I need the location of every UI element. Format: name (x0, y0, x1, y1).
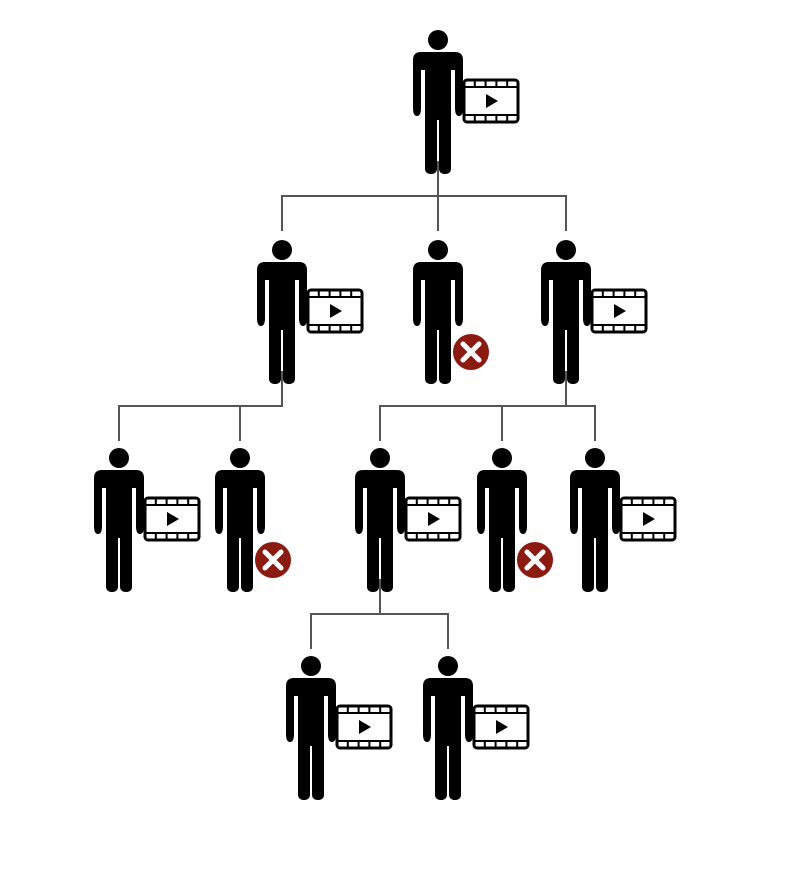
person-right-leg (241, 530, 253, 592)
blocked-cross (262, 549, 284, 571)
person-body (423, 678, 473, 746)
connector-n3 (379, 371, 596, 441)
connector-n6 (310, 579, 449, 649)
video-icon (590, 288, 648, 334)
play-icon (486, 94, 498, 108)
person-left-leg (106, 530, 118, 592)
person-head (370, 448, 390, 468)
video-icon (143, 496, 201, 542)
person-left-leg (425, 112, 437, 174)
person-icon (541, 240, 591, 384)
blocked-icon (515, 540, 555, 580)
video-icon (619, 496, 677, 542)
video-icon (472, 704, 530, 750)
person-icon (570, 448, 620, 592)
person-left-leg (367, 530, 379, 592)
play-icon (167, 512, 179, 526)
video-icon (335, 704, 393, 750)
person-head (492, 448, 512, 468)
tree-node-shared (286, 656, 393, 800)
play-icon (643, 512, 655, 526)
person-right-leg (596, 530, 608, 592)
person-icon (94, 448, 144, 592)
person-icon (423, 656, 473, 800)
person-body (215, 470, 265, 538)
person-right-leg (381, 530, 393, 592)
person-icon (355, 448, 405, 592)
play-icon (330, 304, 342, 318)
person-head (230, 448, 250, 468)
person-right-leg (439, 112, 451, 174)
person-right-leg (449, 738, 461, 800)
person-body (257, 262, 307, 330)
person-left-leg (435, 738, 447, 800)
blocked-icon (253, 540, 293, 580)
person-body (477, 470, 527, 538)
person-right-leg (567, 322, 579, 384)
person-body (570, 470, 620, 538)
tree-node-shared (355, 448, 462, 592)
person-icon (257, 240, 307, 384)
tree-node-shared (541, 240, 648, 384)
person-left-leg (425, 322, 437, 384)
person-left-leg (269, 322, 281, 384)
person-nodes (94, 30, 677, 800)
person-left-leg (582, 530, 594, 592)
tree-node-blocked (477, 448, 555, 592)
person-body (94, 470, 144, 538)
person-body (541, 262, 591, 330)
person-right-leg (283, 322, 295, 384)
person-left-leg (227, 530, 239, 592)
tree-node-shared (257, 240, 364, 384)
person-icon (286, 656, 336, 800)
connector-lines (118, 161, 596, 649)
person-head (109, 448, 129, 468)
tree-node-blocked (413, 240, 491, 384)
person-icon (215, 448, 265, 592)
person-head (438, 656, 458, 676)
person-right-leg (120, 530, 132, 592)
play-icon (428, 512, 440, 526)
person-icon (413, 30, 463, 174)
person-head (301, 656, 321, 676)
person-head (428, 30, 448, 50)
tree-node-shared (94, 448, 201, 592)
person-head (585, 448, 605, 468)
person-left-leg (553, 322, 565, 384)
play-icon (496, 720, 508, 734)
play-icon (614, 304, 626, 318)
tree-node-shared (413, 30, 520, 174)
tree-node-shared (570, 448, 677, 592)
person-right-leg (439, 322, 451, 384)
person-body (413, 52, 463, 120)
person-right-leg (312, 738, 324, 800)
person-body (355, 470, 405, 538)
connector-n0 (281, 161, 567, 231)
video-icon (404, 496, 462, 542)
person-head (272, 240, 292, 260)
person-right-leg (503, 530, 515, 592)
video-icon (306, 288, 364, 334)
person-icon (413, 240, 463, 384)
person-icon (477, 448, 527, 592)
tree-node-blocked (215, 448, 293, 592)
blocked-icon (451, 332, 491, 372)
connector-n1 (118, 371, 283, 441)
blocked-cross (524, 549, 546, 571)
blocked-cross (460, 341, 482, 363)
play-icon (359, 720, 371, 734)
person-body (286, 678, 336, 746)
person-left-leg (489, 530, 501, 592)
person-body (413, 262, 463, 330)
person-head (556, 240, 576, 260)
tree-node-shared (423, 656, 530, 800)
video-icon (462, 78, 520, 124)
person-left-leg (298, 738, 310, 800)
person-head (428, 240, 448, 260)
